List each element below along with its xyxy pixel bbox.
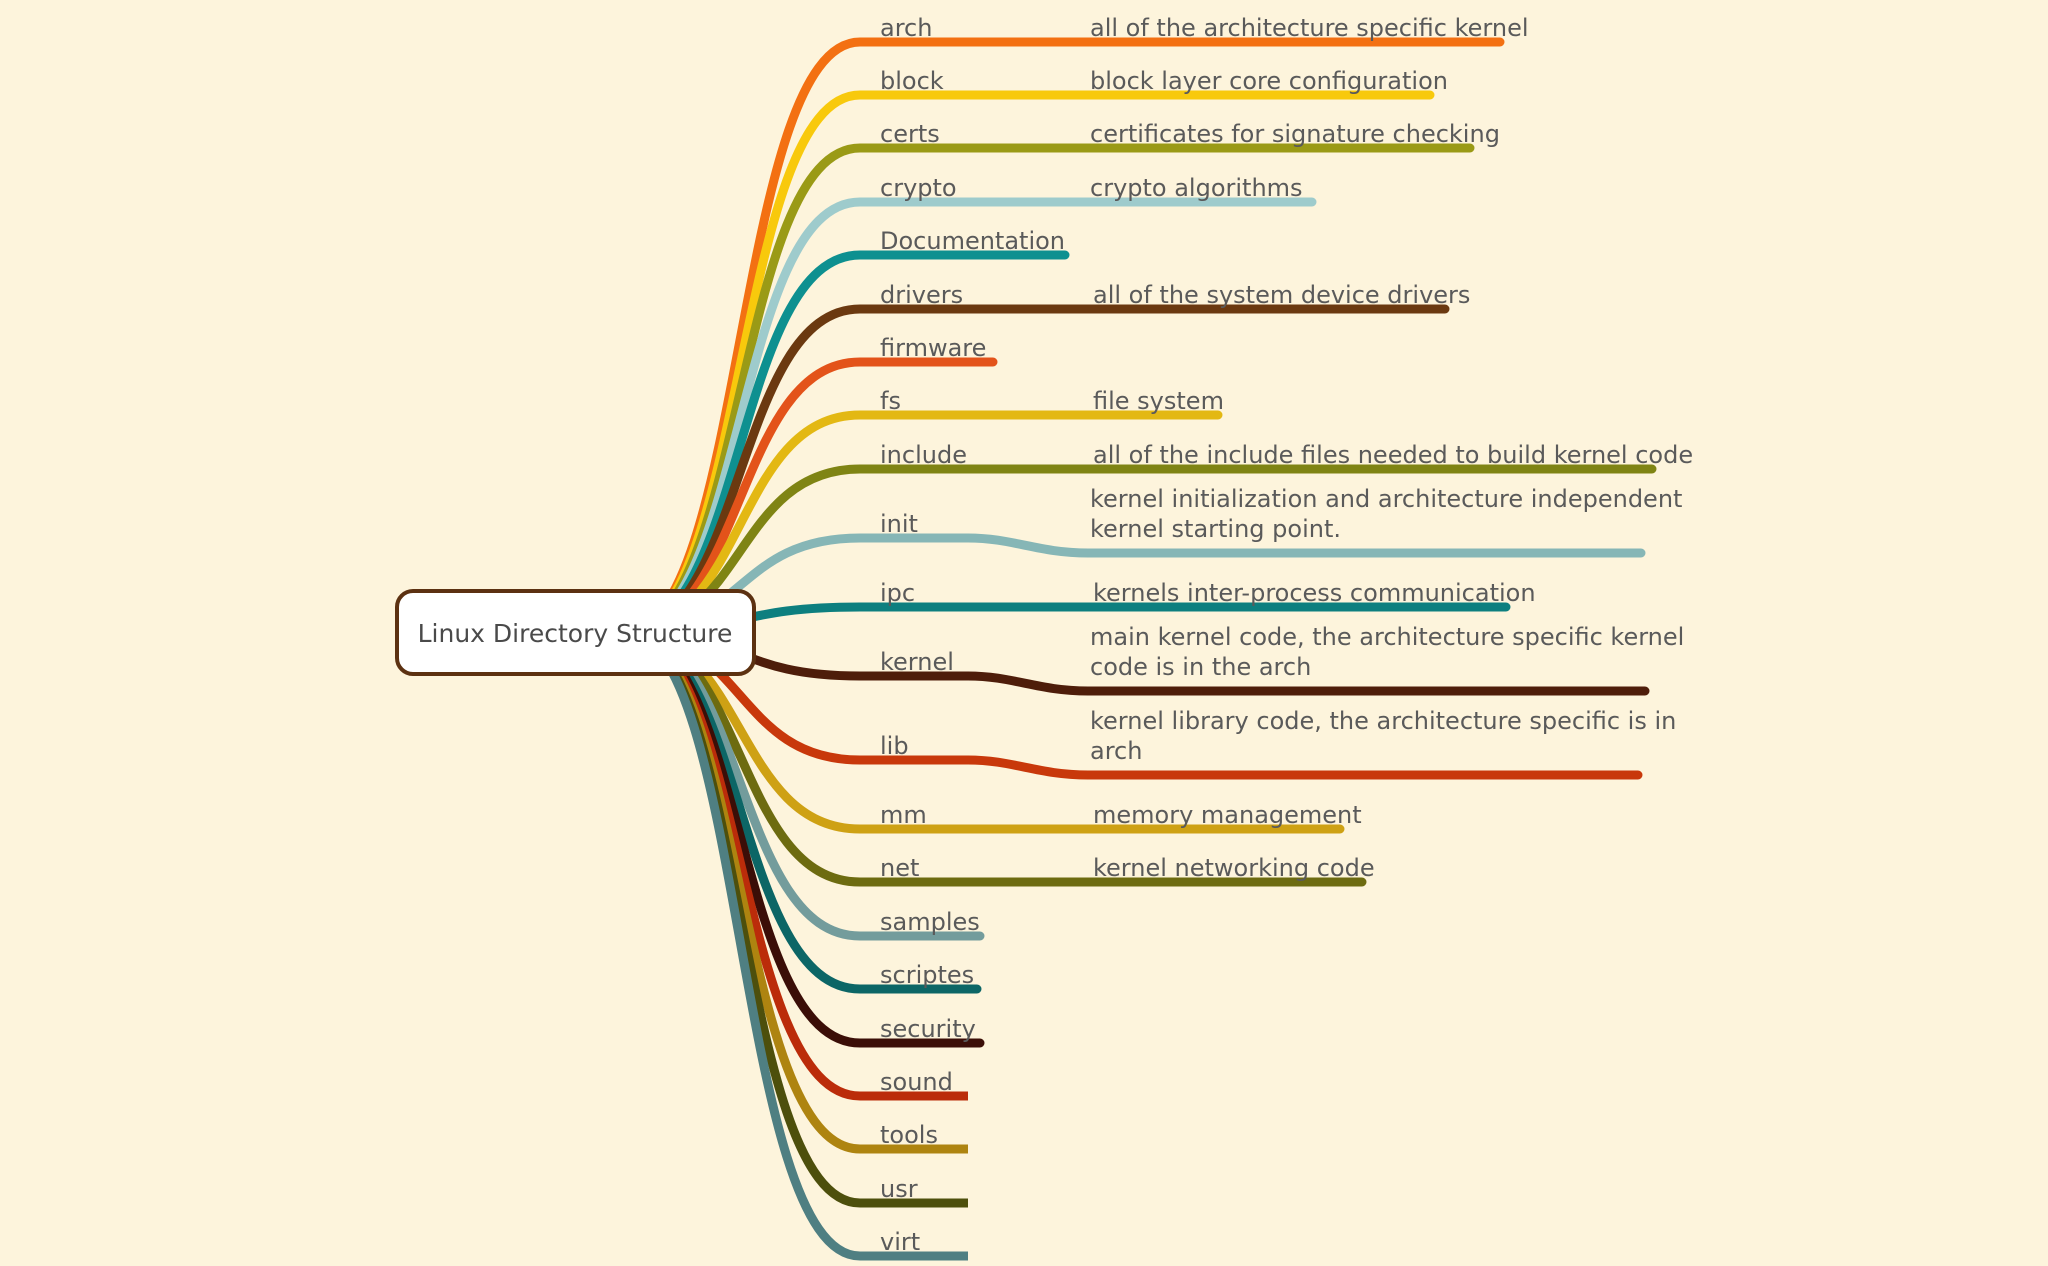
root-node[interactable]: Linux Directory Structure [395, 589, 756, 676]
branch-desc-mm: memory management [1093, 801, 1362, 829]
branch-desc-init-line-2: kernel starting point. [1090, 515, 1341, 543]
branch-label-certs[interactable]: certs [880, 120, 940, 148]
branch-label-include[interactable]: include [880, 441, 967, 469]
branch-label-kernel[interactable]: kernel [880, 648, 954, 676]
branch-label-fs[interactable]: fs [880, 387, 901, 415]
branch-label-security[interactable]: security [880, 1015, 976, 1043]
branch-label-tools[interactable]: tools [880, 1121, 938, 1149]
branch-desc-net: kernel networking code [1093, 854, 1375, 882]
branch-label-arch[interactable]: arch [880, 14, 932, 42]
branch-label-init[interactable]: init [880, 510, 918, 538]
branch-label-firmware[interactable]: firmware [880, 334, 986, 362]
branch-desc-lib-line-1: kernel library code, the architecture sp… [1090, 707, 1676, 735]
branch-desc-include: all of the include files needed to build… [1093, 441, 1693, 469]
branch-desc-kernel-line-2: code is in the arch [1090, 653, 1311, 681]
branch-label-samples[interactable]: samples [880, 908, 980, 936]
branch-label-mm[interactable]: mm [880, 801, 927, 829]
branch-label-ipc[interactable]: ipc [880, 579, 915, 607]
branch-desc-arch: all of the architecture specific kernel [1090, 14, 1529, 42]
root-node-label: Linux Directory Structure [418, 619, 733, 648]
branch-desc-crypto: crypto algorithms [1090, 174, 1303, 202]
branch-label-lib[interactable]: lib [880, 732, 909, 760]
branch-desc-block: block layer core configuration [1090, 67, 1448, 95]
branch-label-crypto[interactable]: crypto [880, 174, 957, 202]
branch-label-documentation[interactable]: Documentation [880, 227, 1065, 255]
branch-label-sound[interactable]: sound [880, 1068, 953, 1096]
branch-desc-ipc: kernels inter-process communication [1093, 579, 1536, 607]
branch-label-drivers[interactable]: drivers [880, 281, 963, 309]
branch-desc-certs: certificates for signature checking [1090, 120, 1500, 148]
branch-desc-kernel-line-1: main kernel code, the architecture speci… [1090, 623, 1684, 651]
branch-label-virt[interactable]: virt [880, 1228, 920, 1256]
root-node-box[interactable] [395, 589, 756, 676]
branch-desc-lib-line-2: arch [1090, 737, 1142, 765]
branch-label-net[interactable]: net [880, 854, 919, 882]
branch-desc-fs: file system [1093, 387, 1224, 415]
branch-label-block[interactable]: block [880, 67, 944, 95]
branch-labels: arch all of the architecture specific ker… [880, 14, 1693, 1256]
branch-label-scriptes[interactable]: scriptes [880, 961, 974, 989]
branch-label-usr[interactable]: usr [880, 1175, 918, 1203]
branch-desc-init-line-1: kernel initialization and architecture i… [1090, 485, 1682, 513]
branch-desc-drivers: all of the system device drivers [1093, 281, 1470, 309]
